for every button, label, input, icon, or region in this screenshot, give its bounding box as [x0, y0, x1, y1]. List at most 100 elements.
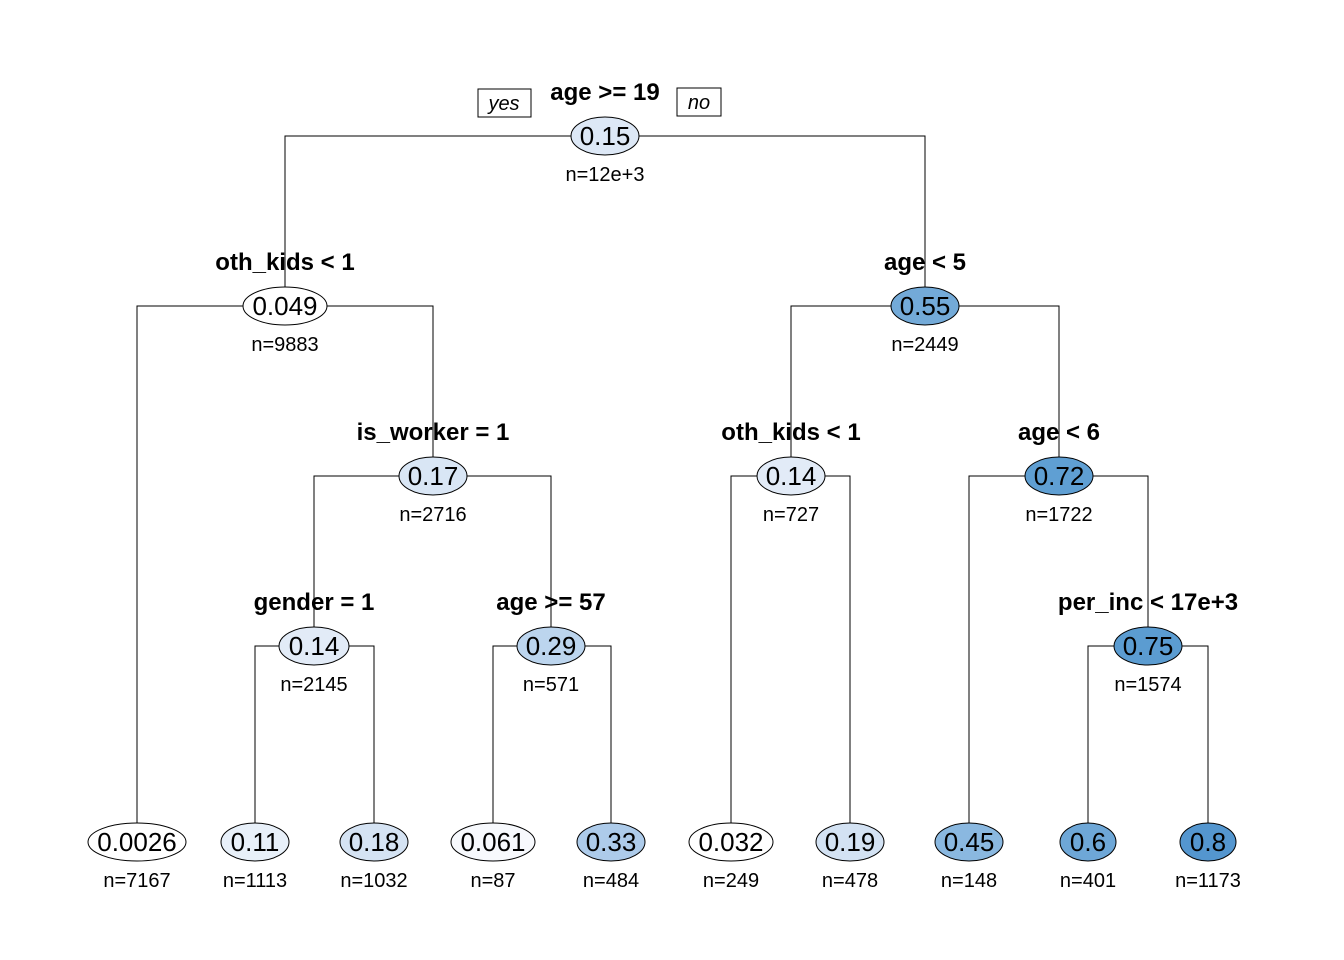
yes-label: yes [486, 93, 519, 115]
node-ellipse [1113, 626, 1183, 666]
node-ellipse [242, 286, 328, 326]
tree-edge [327, 305, 434, 457]
node-ellipse [450, 822, 536, 862]
node-value: 0.72 [1034, 461, 1085, 491]
split-node: oth_kids < 1 0.049 n=9883 [215, 249, 354, 356]
tree-edge [825, 475, 851, 823]
split-node: age < 6 0.72 n=1722 [1018, 419, 1100, 526]
node-count: n=2449 [891, 334, 958, 356]
leaf-node: 0.45 n=148 [934, 822, 1004, 892]
split-condition: oth_kids < 1 [721, 419, 860, 446]
split-node: age < 5 0.55 n=2449 [884, 249, 966, 356]
node-ellipse [688, 822, 774, 862]
node-ellipse [756, 456, 826, 496]
node-count: n=727 [763, 504, 819, 526]
tree-edge [959, 305, 1060, 457]
tree-nodes: age >= 19 0.15 n=12e+3 oth_kids < 1 0.049 n=9… [87, 79, 1241, 892]
node-count: n=87 [470, 870, 515, 892]
node-ellipse [570, 116, 640, 156]
node-value: 0.55 [900, 291, 951, 321]
split-condition: age >= 19 [550, 79, 659, 106]
tree-edge [1087, 645, 1114, 823]
node-count: n=249 [703, 870, 759, 892]
node-value: 0.14 [766, 461, 817, 491]
node-count: n=1173 [1175, 870, 1241, 892]
node-count: n=12e+3 [566, 164, 645, 186]
tree-edge [639, 135, 926, 287]
leaf-node: 0.6 n=401 [1059, 822, 1117, 892]
leaf-node: 0.032 n=249 [688, 822, 774, 892]
tree-edge [136, 305, 243, 823]
node-value: 0.8 [1190, 827, 1226, 857]
node-count: n=148 [941, 870, 997, 892]
split-condition: gender = 1 [254, 589, 375, 616]
split-condition: per_inc < 17e+3 [1058, 589, 1238, 616]
node-value: 0.17 [408, 461, 459, 491]
leaf-node: 0.11n=1113 [220, 822, 290, 892]
yes-branch-label: yes [477, 88, 532, 118]
node-count: n=2145 [280, 674, 347, 696]
node-value: 0.15 [580, 121, 631, 151]
split-condition: age < 6 [1018, 419, 1100, 446]
node-value: 0.29 [526, 631, 577, 661]
split-node: age >= 57 0.29 n=571 [496, 589, 605, 696]
node-count: n=1113 [223, 870, 287, 892]
split-condition: oth_kids < 1 [215, 249, 354, 276]
tree-edge [730, 475, 757, 823]
node-value: 0.0026 [97, 827, 177, 857]
node-value: 0.14 [289, 631, 340, 661]
node-value: 0.19 [825, 827, 876, 857]
node-count: n=484 [583, 870, 639, 892]
leaf-node: 0.18 n=1032 [339, 822, 409, 892]
node-value: 0.061 [460, 827, 525, 857]
split-node: is_worker = 1 0.17 n=2716 [357, 419, 510, 526]
tree-edge [1093, 475, 1149, 627]
node-ellipse [1059, 822, 1117, 862]
tree-edge [284, 135, 571, 287]
node-count: n=2716 [399, 504, 466, 526]
node-value: 0.6 [1070, 827, 1106, 857]
node-ellipse [516, 626, 586, 666]
split-node: gender = 1 0.14 n=2145 [254, 589, 375, 696]
node-ellipse [815, 822, 885, 862]
node-ellipse [398, 456, 468, 496]
node-count: n=9883 [251, 334, 318, 356]
tree-edge [585, 645, 612, 823]
leaf-node: 0.8 n=1173 [1175, 822, 1241, 892]
leaf-node: 0.33n=484 [576, 822, 646, 892]
split-condition: is_worker = 1 [357, 419, 510, 446]
node-count: n=571 [523, 674, 579, 696]
node-ellipse [576, 822, 646, 862]
tree-edges [136, 135, 1209, 823]
node-value: 0.45 [944, 827, 995, 857]
split-condition: age >= 57 [496, 589, 605, 616]
tree-edge [349, 645, 375, 823]
node-count: n=1722 [1025, 504, 1092, 526]
split-condition: age < 5 [884, 249, 966, 276]
tree-edge [790, 305, 891, 457]
node-count: n=478 [822, 870, 878, 892]
node-count: n=1574 [1114, 674, 1181, 696]
node-ellipse [934, 822, 1004, 862]
node-value: 0.049 [252, 291, 317, 321]
node-count: n=401 [1060, 870, 1116, 892]
tree-edge [968, 475, 1025, 823]
node-ellipse [339, 822, 409, 862]
tree-edge [313, 475, 399, 627]
tree-edge [467, 475, 552, 627]
tree-edge [254, 645, 279, 823]
tree-edge [492, 645, 517, 823]
node-ellipse [220, 822, 290, 862]
no-label: no [688, 92, 710, 114]
node-ellipse [278, 626, 350, 666]
no-branch-label: no [676, 87, 722, 117]
node-count: n=1032 [340, 870, 407, 892]
node-value: 0.032 [698, 827, 763, 857]
node-ellipse [890, 286, 960, 326]
leaf-node: 0.061 n=87 [450, 822, 536, 892]
node-value: 0.75 [1123, 631, 1174, 661]
node-value: 0.18 [349, 827, 400, 857]
split-node: per_inc < 17e+3 0.75 n=1574 [1058, 589, 1238, 696]
